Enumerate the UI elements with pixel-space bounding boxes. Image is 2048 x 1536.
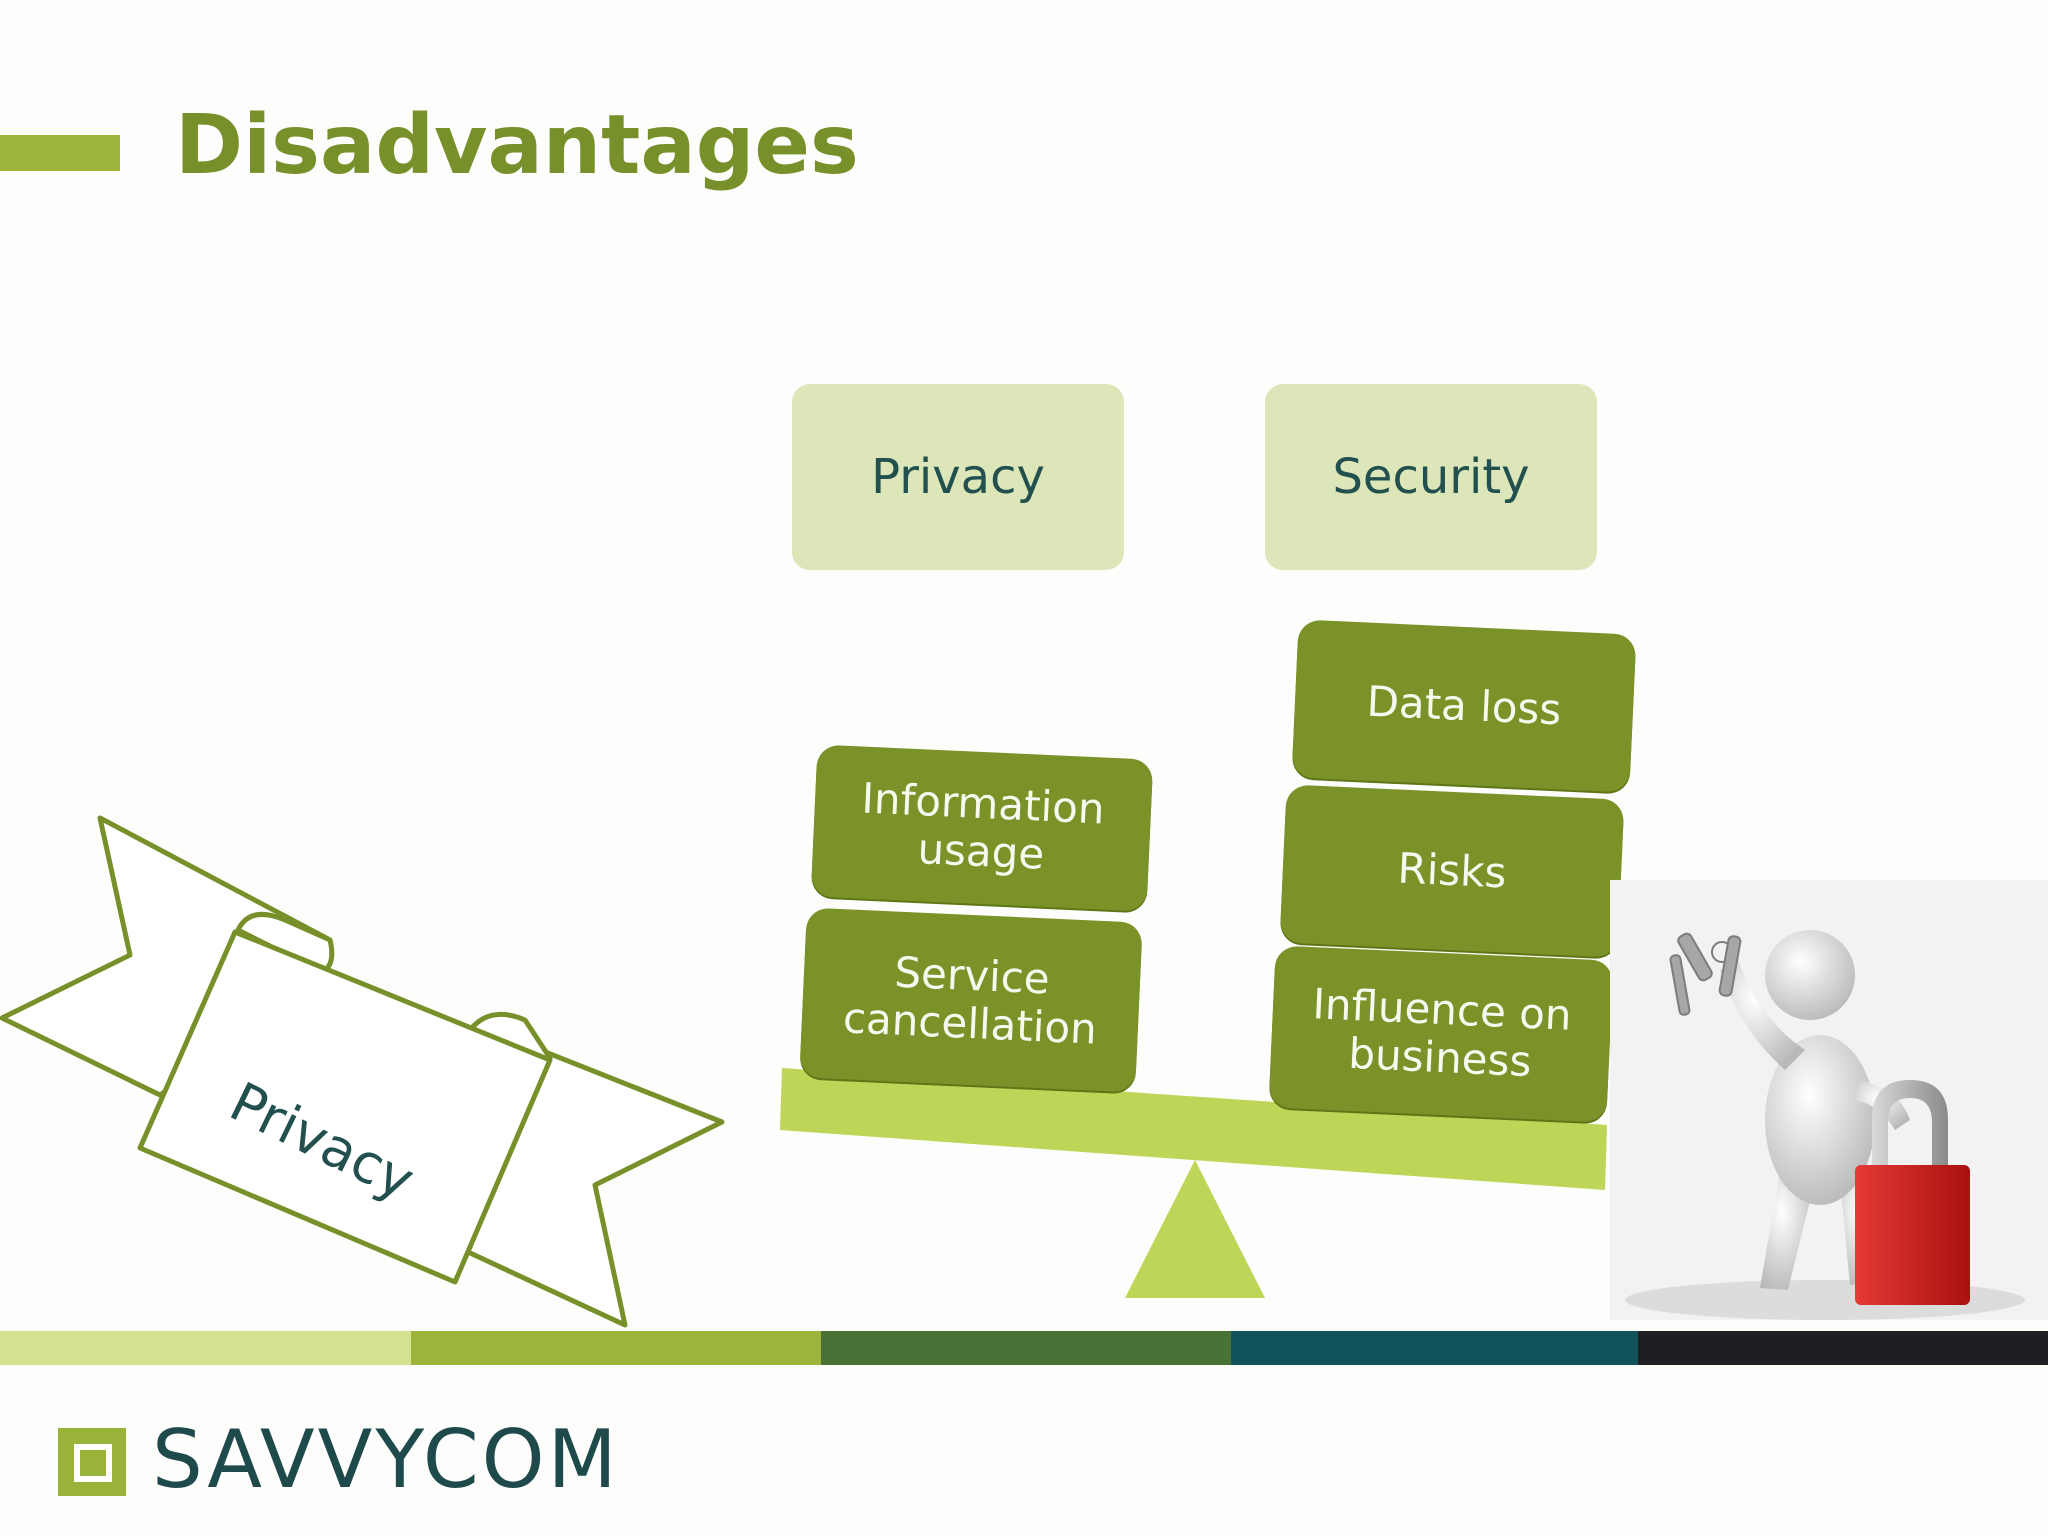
- block-label: Data loss: [1365, 676, 1563, 735]
- privacy-block-service-cancellation: Service cancellation: [799, 907, 1143, 1093]
- privacy-header-label: Privacy: [871, 449, 1045, 505]
- privacy-block-information-usage: Information usage: [810, 744, 1154, 912]
- security-block-data-loss: Data loss: [1291, 619, 1637, 793]
- savvycom-square-logo-icon: [58, 1428, 126, 1496]
- block-label: Information usage: [860, 773, 1106, 879]
- security-header-label: Security: [1332, 449, 1530, 505]
- block-label: Service cancellation: [841, 947, 1098, 1054]
- slide-title: Disadvantages: [175, 98, 859, 193]
- privacy-header-box: Privacy: [792, 384, 1124, 570]
- seesaw-fulcrum-icon: [1125, 1160, 1265, 1298]
- footer-stripe-3: [821, 1331, 1231, 1365]
- brand-logo-text: SAVVYCOM: [152, 1413, 620, 1506]
- footer-stripe-4: [1231, 1331, 1638, 1365]
- title-accent-bar: [0, 135, 120, 171]
- footer-stripe-2: [411, 1331, 821, 1365]
- banner-ribbon-icon: [0, 815, 725, 1328]
- security-block-risks: Risks: [1279, 784, 1625, 958]
- block-label: Risks: [1396, 843, 1508, 898]
- seesaw-beam: [780, 1068, 1607, 1190]
- footer-stripe-5: [1638, 1331, 2048, 1365]
- person-with-keys-and-padlock-illustration: [1610, 880, 2048, 1320]
- footer-stripe-1: [0, 1331, 411, 1365]
- block-label: Influence on business: [1311, 978, 1573, 1087]
- security-block-influence-on-business: Influence on business: [1268, 945, 1614, 1123]
- figure-illustration-svg: [1625, 930, 2025, 1320]
- security-header-box: Security: [1265, 384, 1597, 570]
